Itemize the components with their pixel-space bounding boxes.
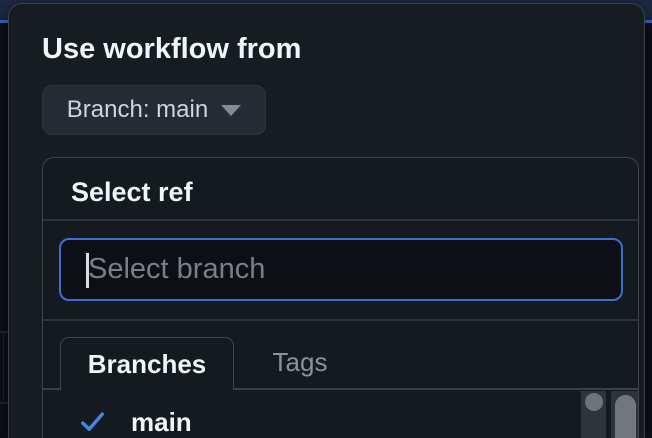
branch-filter-input[interactable] — [59, 238, 623, 301]
triangle-down-icon — [221, 104, 242, 116]
run-workflow-dropdown: Use workflow from Branch: main Select re… — [8, 3, 645, 438]
background-row-divider — [0, 331, 9, 333]
ref-select-panel: Select ref Branches Tags main — [42, 157, 639, 438]
ref-panel-title: Select ref — [71, 177, 193, 207]
background-row-divider — [0, 402, 9, 404]
outer-scrollbar-thumb[interactable] — [615, 395, 636, 438]
background-card-border — [3, 331, 4, 403]
inner-scrollbar-thumb[interactable] — [585, 393, 603, 411]
tab-tags[interactable]: Tags — [234, 337, 366, 388]
ref-name: main — [131, 407, 192, 437]
tab-branches[interactable]: Branches — [60, 337, 234, 390]
tab-bar-rule — [43, 388, 638, 390]
panel-divider — [43, 319, 638, 321]
check-icon — [81, 412, 104, 431]
tab-tags-label: Tags — [272, 347, 328, 377]
panel-divider — [43, 219, 638, 221]
ref-list-item-main[interactable] — [43, 390, 579, 438]
text-caret — [86, 253, 89, 288]
use-workflow-from-heading: Use workflow from — [42, 33, 302, 65]
tab-branches-label: Branches — [87, 348, 207, 379]
branch-select-button-label: Branch: main — [66, 96, 209, 123]
branch-select-button[interactable]: Branch: main — [42, 85, 266, 135]
